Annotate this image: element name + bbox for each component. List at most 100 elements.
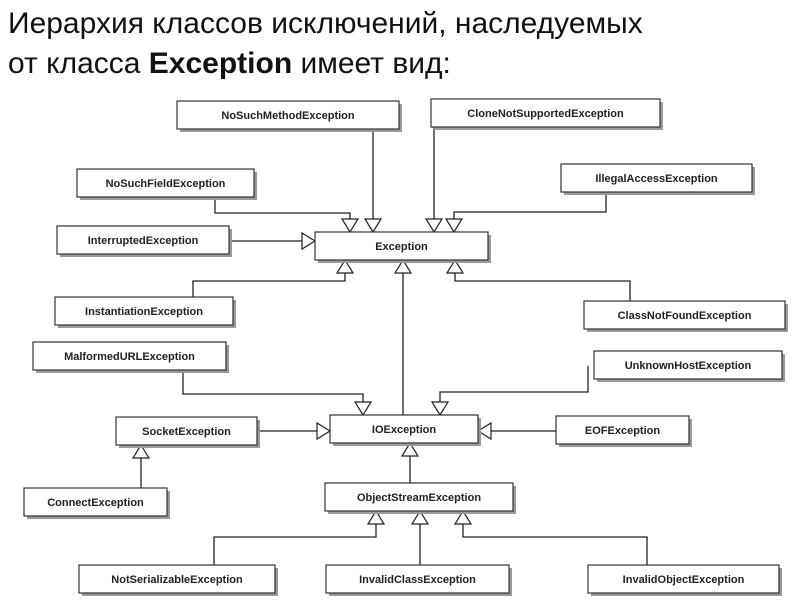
edge-line [213, 524, 377, 565]
class-box-objectstream: ObjectStreamException [324, 482, 516, 514]
edge-line [454, 273, 631, 301]
class-box-invalidclass: InvalidClassException [325, 564, 512, 596]
edge-line [214, 197, 351, 219]
box-frame [587, 564, 780, 594]
class-name-label: ObjectStreamException [357, 492, 481, 504]
inheritance-arrowhead [444, 218, 464, 234]
inheritance-arrowhead [363, 218, 383, 234]
edge-eof-to-ioexception [476, 421, 556, 441]
class-box-exception: Exception [314, 231, 491, 263]
edge-classnotfound-to-exception [445, 258, 631, 301]
edge-line [192, 273, 346, 297]
class-box-instantiation: InstantiationException [54, 296, 236, 328]
title-line-1: Иерархия классов исключений, наследуемых [8, 7, 643, 40]
edge-illegalaccess-to-exception [444, 192, 607, 234]
box-frame [325, 564, 510, 594]
edge-line [462, 524, 648, 565]
box-frame [430, 98, 661, 128]
edge-interrupted-to-exception [229, 231, 317, 251]
edge-malformedurl-to-ioexception [182, 370, 373, 417]
class-box-classnotfound: ClassNotFoundException [583, 300, 788, 332]
box-frame [593, 350, 783, 380]
edge-invalidclass-to-objectstream [410, 509, 430, 565]
class-box-ioexception: IOException [329, 414, 481, 446]
class-box-interrupted: InterruptedException [56, 225, 232, 257]
box-frame [115, 416, 258, 446]
box-frame [176, 100, 400, 130]
class-box-illegalaccess: IllegalAccessException [560, 163, 755, 195]
inheritance-arrowhead [366, 509, 386, 525]
class-name-label: NotSerializableException [111, 574, 243, 586]
class-name-label: IllegalAccessException [595, 173, 718, 185]
class-name-label: EOFException [585, 425, 660, 437]
box-frame [78, 564, 276, 594]
edge-instantiation-to-exception [192, 258, 355, 297]
inheritance-arrowhead [424, 218, 444, 234]
edge-unknownhost-to-ioexception [430, 366, 589, 417]
class-name-label: Exception [375, 241, 428, 253]
inheritance-arrowhead [340, 218, 360, 234]
class-name-label: CloneNotSupportedException [467, 108, 624, 120]
box-frame [555, 415, 690, 445]
box-frame [56, 225, 230, 255]
edge-objectstream-to-ioexception [400, 441, 420, 483]
box-frame [76, 168, 255, 198]
edge-line [453, 192, 607, 219]
inheritance-arrows [131, 127, 648, 565]
class-name-label: InvalidObjectException [623, 574, 745, 586]
edge-connect-to-socket [131, 443, 151, 488]
inheritance-arrowhead [430, 401, 450, 417]
inheritance-arrowhead [353, 401, 373, 417]
class-box-nosuchmethod: NoSuchMethodException [176, 100, 402, 132]
edge-invalidobject-to-objectstream [453, 509, 648, 565]
class-box-nosuchfield: NoSuchFieldException [76, 168, 257, 200]
box-frame [329, 414, 479, 444]
class-name-label: MalformedURLException [64, 351, 195, 363]
class-name-label: NoSuchMethodException [221, 110, 355, 122]
class-name-label: UnknownHostException [625, 360, 752, 372]
class-name-label: ConnectException [47, 497, 144, 509]
inheritance-arrowhead [410, 509, 430, 525]
inheritance-arrowhead [301, 231, 317, 251]
slide-title: Иерархия классов исключений, наследуемых… [8, 4, 798, 84]
class-name-label: IOException [372, 424, 436, 436]
edge-nosuchmethod-to-exception [363, 129, 383, 234]
class-box-connect: ConnectException [23, 487, 170, 519]
box-frame [314, 231, 489, 261]
edge-line [182, 370, 364, 402]
class-box-malformedurl: MalformedURLException [32, 341, 229, 373]
edge-clonenotsupported-to-exception [424, 127, 444, 234]
box-frame [54, 296, 234, 326]
inheritance-arrowhead [453, 509, 473, 525]
class-box-unknownhost: UnknownHostException [593, 350, 785, 382]
box-frame [324, 482, 514, 512]
class-box-socket: SocketException [115, 416, 260, 448]
box-frame [32, 341, 227, 371]
class-name-label: NoSuchFieldException [106, 178, 226, 190]
class-box-clonenotsupported: CloneNotSupportedException [430, 98, 663, 130]
inheritance-arrowhead [316, 421, 332, 441]
edge-nosuchfield-to-exception [214, 197, 360, 234]
title-line-2-prefix: от класса [8, 47, 149, 80]
box-frame [583, 300, 786, 330]
class-box-eof: EOFException [555, 415, 692, 447]
title-line-2-suffix: имеет вид: [292, 47, 451, 80]
class-box-invalidobject: InvalidObjectException [587, 564, 782, 596]
inheritance-arrowhead [393, 258, 413, 274]
title-line-2: от класса Exception имеет вид: [8, 44, 798, 84]
inheritance-arrowhead [476, 421, 492, 441]
box-frame [23, 487, 168, 517]
class-name-label: ClassNotFoundException [618, 310, 752, 322]
inheritance-arrowhead [335, 258, 355, 274]
class-name-label: InstantiationException [85, 306, 203, 318]
class-name-label: InterruptedException [88, 235, 199, 247]
edge-socket-to-ioexception [257, 421, 332, 441]
class-boxes: NoSuchMethodException CloneNotSupportedEx… [23, 98, 788, 596]
edge-line [439, 366, 589, 402]
inheritance-arrowhead [445, 258, 465, 274]
box-frame [560, 163, 753, 193]
class-name-label: InvalidClassException [359, 574, 476, 586]
edge-notserializable-to-objectstream [213, 509, 386, 565]
edge-ioexception-to-exception [393, 258, 413, 415]
